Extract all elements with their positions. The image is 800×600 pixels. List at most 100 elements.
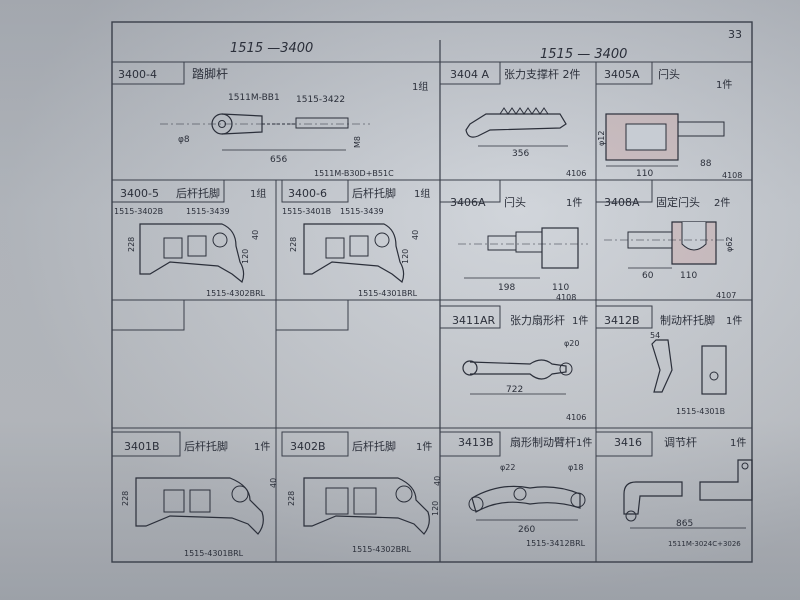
cell-3404A: 3404 A 张力支撑杆 2件 356 4106 (439, 61, 586, 178)
label-5: M8 (353, 136, 362, 148)
part-code: 3401B (124, 440, 160, 453)
label-1: 60 (642, 271, 654, 281)
part-code: 3400-5 (120, 187, 159, 200)
cell-3408A: 3408A 固定闩头 2件 60 110 φ62 4107 (595, 179, 736, 300)
bracket-outline (139, 223, 245, 283)
label-3: 228 (127, 237, 136, 252)
part-qty: 1组 (414, 187, 430, 200)
code-box (439, 431, 501, 457)
code-box (111, 179, 225, 203)
code-box (595, 431, 653, 457)
code-box (439, 179, 501, 203)
pin-step-1 (487, 235, 517, 251)
adjust-rod-right (699, 459, 753, 501)
label-4: 656 (270, 155, 287, 165)
code-box (281, 179, 349, 203)
label-2: 110 (636, 169, 653, 179)
part-code: 3413B (458, 436, 494, 449)
part-name: 后杆托脚 (184, 439, 228, 453)
label-1: φ12 (597, 131, 606, 146)
sector-arm (471, 485, 581, 513)
cell-3400-4: 3400-4 踏脚杆 1组 1511M-BB1 1515-3422 φ8 656… (111, 61, 428, 178)
rod-top-hole (741, 462, 749, 470)
label-5: 120 (241, 249, 250, 264)
cell-3400-5: 3400-5 后杆托脚 1组 1515-3402B 1515-3439 228 … (111, 179, 266, 298)
bracket-hole-1 (325, 487, 349, 515)
label-1: 228 (121, 491, 130, 506)
bracket-hole-2 (353, 487, 377, 515)
part-code: 3406A (450, 196, 486, 209)
label-2: 40 (269, 478, 278, 488)
code-box (439, 305, 501, 329)
cell-3402B: 3402B 后杆托脚 1件 228 40 120 1515-4302BRL (281, 431, 442, 554)
label-4: 40 (411, 230, 420, 240)
bracket-outline (303, 477, 430, 535)
part-name: 闩头 (504, 195, 526, 209)
part-qty: 1件 (726, 315, 742, 327)
cell-3400-6: 3400-6 后杆托脚 1组 1515-3401B 1515-3439 228 … (281, 179, 430, 298)
part-code: 3402B (290, 440, 326, 453)
bracket-boss (395, 485, 413, 503)
rod-end-left (462, 360, 478, 376)
brake-bracket-front (701, 345, 727, 395)
part-code: 3400-4 (118, 68, 157, 81)
pin-step-2 (515, 231, 543, 253)
page-number: 33 (728, 28, 742, 41)
clevis-slot (625, 123, 667, 151)
label-2: 1515-3439 (340, 207, 384, 216)
label-1: 1511M-BB1 (228, 93, 280, 103)
code-box (595, 179, 653, 203)
code-box (111, 61, 185, 85)
part-code: 3405A (604, 68, 640, 81)
label-1: 228 (287, 491, 296, 506)
label-1: 1515-3402B (114, 207, 163, 216)
part-code: 3400-6 (288, 187, 327, 200)
label-3: φ62 (725, 237, 734, 252)
label-2: φ18 (568, 463, 583, 472)
part-qty: 1件 (730, 437, 746, 449)
bracket-outline (135, 477, 264, 535)
empty-label-box-2 (275, 299, 349, 331)
part-name: 张力扇形杆 (510, 313, 565, 327)
label-2: 1515-4301B (676, 407, 725, 416)
label-4: 40 (251, 230, 260, 240)
code-box (111, 431, 181, 457)
clevis-shank (677, 121, 725, 137)
label-2: 1515-3439 (186, 207, 230, 216)
label-4: 4108 (722, 171, 742, 180)
part-name: 制动杆托脚 (660, 313, 715, 327)
part-code: 3416 (614, 436, 642, 449)
part-name: 闩头 (658, 67, 680, 81)
rod-end-hole (625, 510, 637, 522)
cell-3416: 3416 调节杆 1件 865 1511M-3024C+3026 (595, 431, 753, 548)
part-code: 3412B (604, 314, 640, 327)
fixed-clevis-shank (627, 231, 673, 249)
label-2: 1515-3422 (296, 95, 345, 105)
adjust-rod-left (623, 481, 683, 515)
label-3: 4108 (556, 293, 576, 302)
part-name: 固定闩头 (656, 195, 700, 209)
bracket-boss (374, 232, 390, 248)
rod-body (295, 117, 349, 129)
tension-lever (465, 113, 567, 138)
sector-rod (469, 359, 567, 380)
label-1: 54 (650, 331, 660, 340)
code-box (595, 61, 653, 85)
part-qty: 1件 (576, 437, 592, 449)
arm-hole-3 (570, 492, 586, 508)
label-6: 1515-4302BRL (206, 289, 266, 298)
cell-3413B: 3413B 扇形制动臂杆 1件 φ22 φ18 260 1515-3412BRL (439, 431, 592, 548)
bracket-hole-2 (349, 235, 369, 257)
part-name: 张力支撑杆 2件 (504, 67, 581, 81)
cell-3401B: 3401B 后杆托脚 1件 228 40 1515-4301BRL (111, 431, 278, 558)
part-qty: 1件 (566, 197, 582, 209)
right-header: 1515 — 3400 (540, 47, 627, 62)
label-4: 1515-4302BRL (352, 545, 412, 554)
label-2: 40 (433, 476, 442, 486)
code-box (595, 305, 653, 329)
bracket-boss (212, 232, 228, 248)
label-6: 1511M-B30D+B51C (314, 169, 394, 178)
bracket-hole-1 (163, 237, 183, 259)
part-qty: 1件 (716, 79, 732, 91)
